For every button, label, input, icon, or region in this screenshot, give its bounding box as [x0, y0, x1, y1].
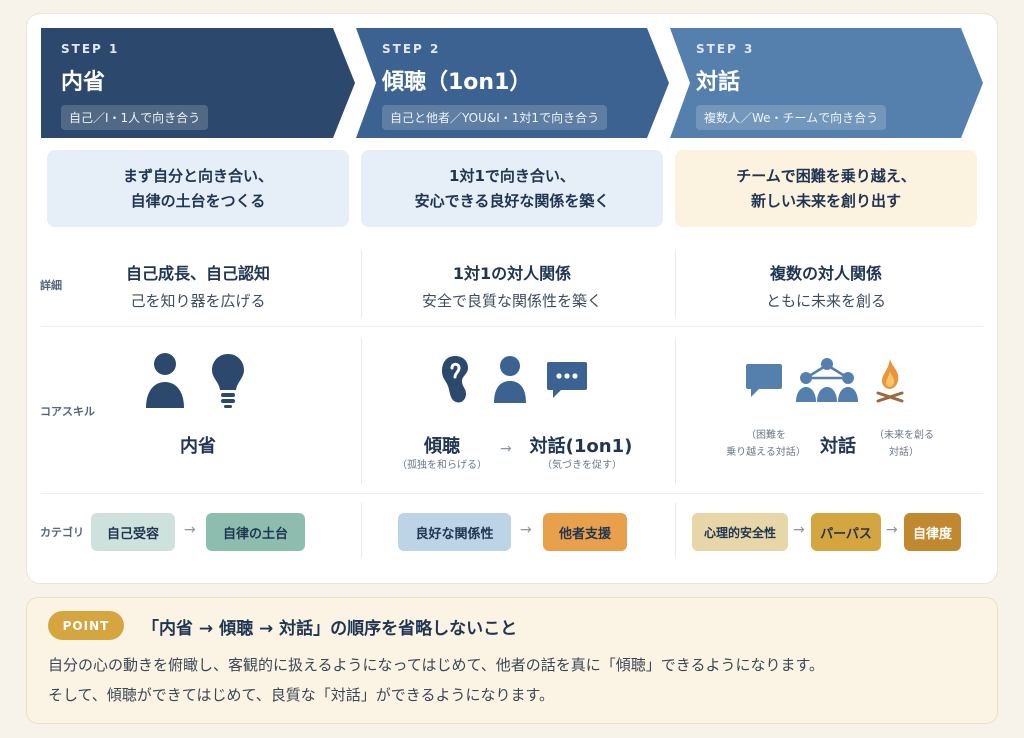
step-1-label: STEP 1: [61, 42, 120, 56]
step-3-title: 対話: [696, 70, 741, 95]
column-divider: [675, 250, 676, 318]
point-body-line-2: そして、傾聴ができてはじめて、良質な「対話」ができるようになります。: [48, 686, 554, 704]
step-2-banner: STEP 2 傾聴（1on1） 自己と他者／YOU&I・1対1で向き合う: [356, 28, 669, 138]
skill-listening: 傾聴: [424, 436, 460, 457]
detail-2-title: 1対1の対人関係: [452, 264, 572, 283]
campfire-icon: [876, 359, 904, 403]
step-2-title: 傾聴（1on1）: [382, 70, 532, 95]
step-3-subtitle: 複数人／We・チームで向き合う: [696, 105, 886, 130]
step-3-label: STEP 3: [696, 42, 755, 56]
detail-1-sub: 己を知り器を広げる: [130, 292, 266, 310]
skill-arrow: →: [500, 441, 512, 457]
chat-bubble-icon: [547, 362, 587, 398]
person-icon: [146, 353, 184, 408]
skill-dialogue-1on1-note: （気づきを促す）: [542, 460, 622, 471]
step-1-title: 内省: [61, 70, 106, 95]
column-divider: [675, 503, 676, 558]
step-2-message: 1対1で向き合い、 安心できる良好な関係を築く: [361, 150, 663, 227]
detail-3-title: 複数の対人関係: [769, 264, 882, 283]
point-title: 「内省 → 傾聴 → 対話」の順序を省略しないこと: [142, 619, 518, 639]
point-badge: POINT: [48, 611, 124, 640]
skill-listening-note: （孤独を和らげる）: [397, 460, 487, 471]
category-arrow: →: [886, 522, 898, 538]
category-arrow: →: [520, 522, 532, 538]
skill-introspection: 内省: [180, 436, 216, 457]
skill-note-right-1: （未来を創る: [874, 430, 934, 441]
detail-3-sub: ともに未来を創る: [765, 292, 886, 310]
column-divider: [675, 338, 676, 484]
category-arrow: →: [793, 522, 805, 538]
category-good-relationship: 良好な関係性: [398, 513, 511, 551]
category-support-others: 他者支援: [543, 513, 627, 551]
column-divider: [361, 250, 362, 318]
row-label-core-skill: コアスキル: [40, 405, 95, 418]
category-self-acceptance: 自己受容: [91, 513, 175, 551]
row-divider: [41, 493, 983, 494]
category-psychological-safety: 心理的安全性: [692, 513, 788, 551]
column-divider: [361, 503, 362, 558]
step-2-subtitle: 自己と他者／YOU&I・1対1で向き合う: [382, 105, 607, 130]
lightbulb-icon: [212, 354, 244, 408]
step-3-banner: STEP 3 対話 複数人／We・チームで向き合う: [670, 28, 983, 138]
point-box: [26, 597, 998, 724]
column-divider: [361, 338, 362, 484]
row-label-detail: 詳細: [40, 279, 62, 292]
team-network-icon: [796, 358, 858, 402]
row-label-category: カテゴリ: [40, 526, 84, 539]
step-1-subtitle: 自己／I・1人で向き合う: [61, 105, 208, 130]
category-purpose: パーパス: [811, 513, 881, 551]
row-divider: [41, 326, 983, 327]
skill-note-left-1: （困難を: [746, 430, 786, 441]
person-icon: [494, 356, 526, 403]
skill-note-left-2: 乗り越える対話）: [726, 447, 806, 458]
category-arrow: →: [184, 522, 196, 538]
skill-note-right-2: 対話）: [889, 447, 919, 458]
skill-dialogue: 対話: [820, 436, 856, 457]
skill-dialogue-1on1: 対話(1on1): [529, 436, 633, 457]
point-body-line-1: 自分の心の動きを俯瞰し、客観的に扱えるようになってはじめて、他者の話を真に「傾聴…: [48, 656, 824, 674]
speech-bubble-icon: [746, 364, 782, 397]
category-autonomy-level: 自律度: [904, 513, 961, 551]
ear-icon: [442, 356, 468, 403]
step-2-label: STEP 2: [382, 42, 441, 56]
detail-1-title: 自己成長、自己認知: [125, 264, 270, 283]
step-3-message: チームで困難を乗り越え、 新しい未来を創り出す: [675, 150, 977, 227]
category-autonomy-foundation: 自律の土台: [206, 513, 305, 551]
step-1-banner: STEP 1 内省 自己／I・1人で向き合う: [41, 28, 355, 138]
step-1-message: まず自分と向き合い、 自律の土台をつくる: [47, 150, 349, 227]
detail-2-sub: 安全で良質な関係性を築く: [421, 292, 602, 310]
